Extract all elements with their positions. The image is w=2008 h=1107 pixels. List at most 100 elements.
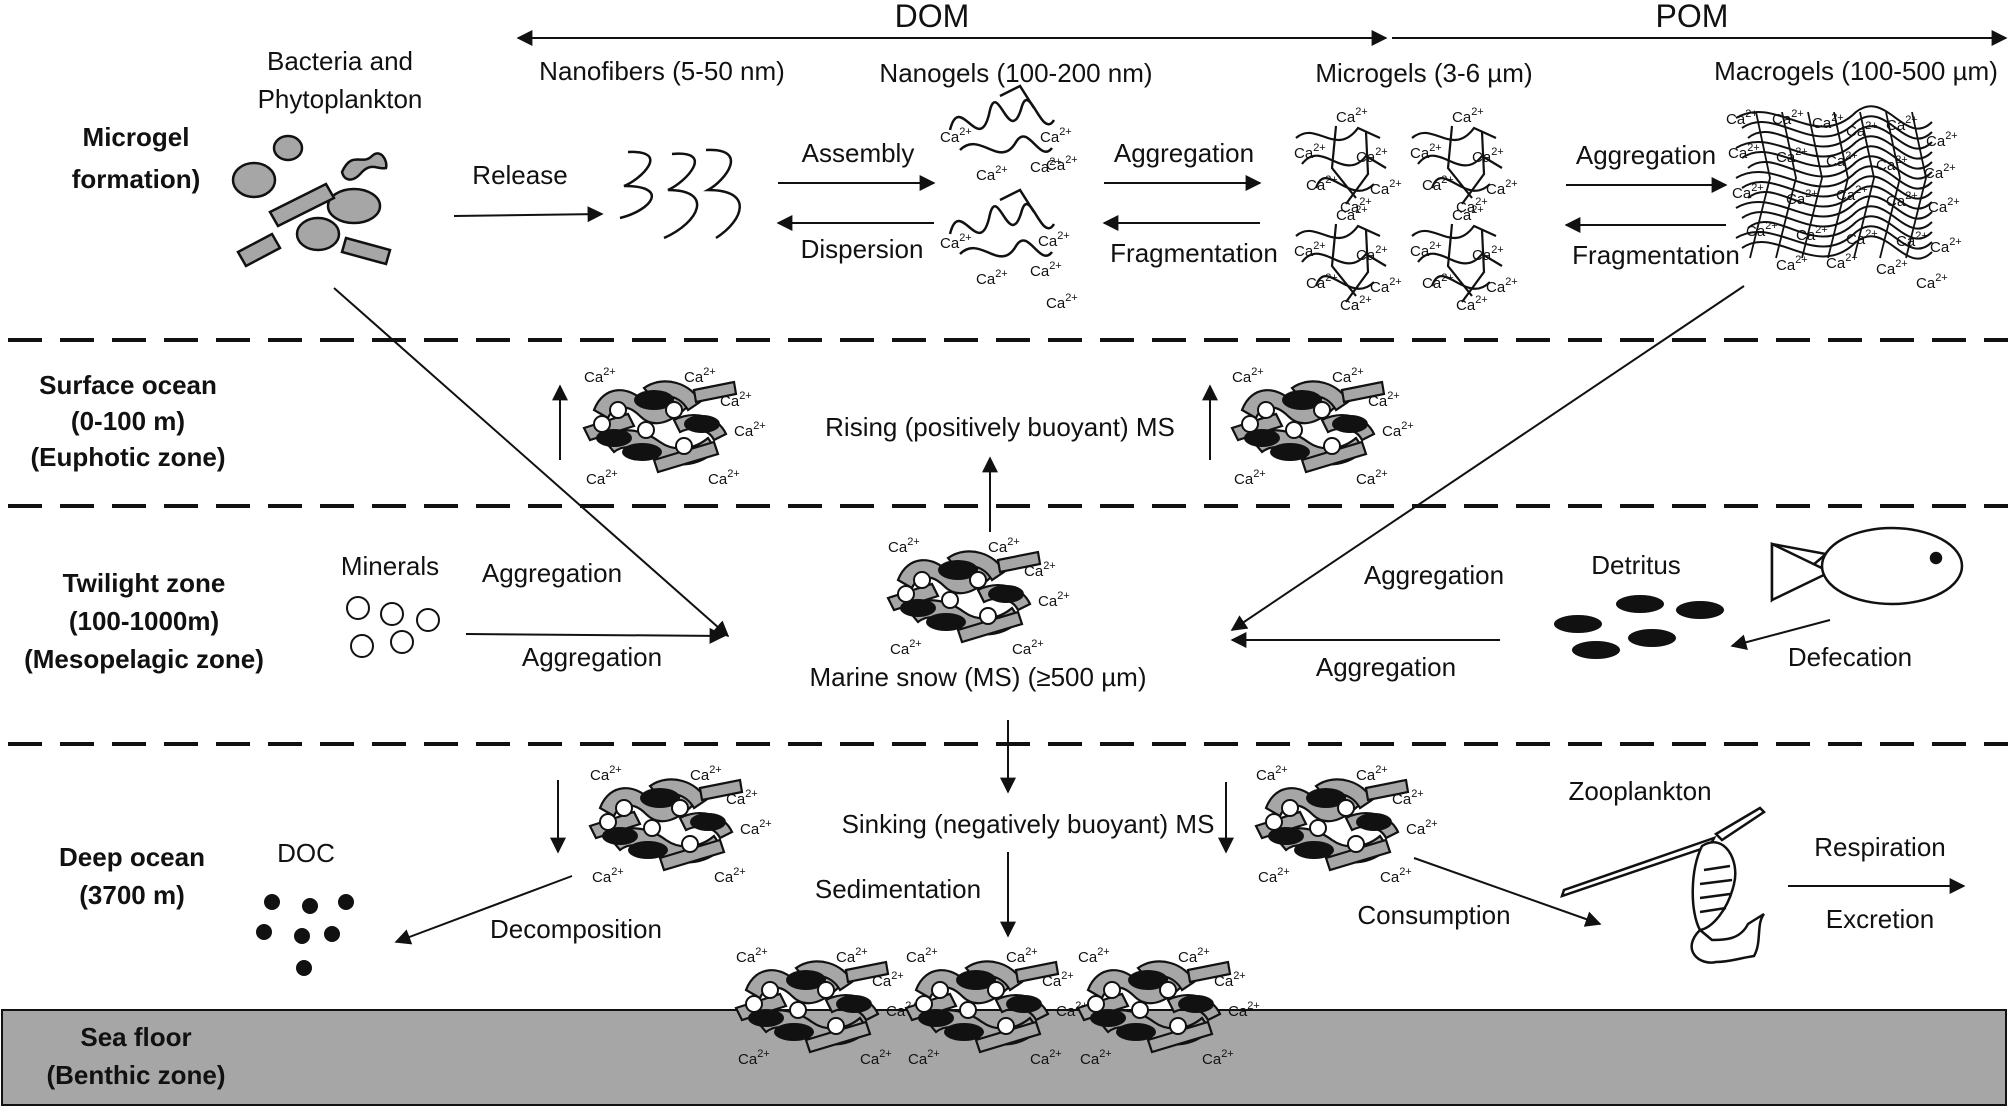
calcium-ion-label: Ca2+	[690, 764, 722, 784]
calcium-ion-label: Ca2+	[1234, 468, 1266, 488]
doc-particle	[302, 898, 318, 914]
agg-detritus-top-label: Aggregation	[1364, 560, 1504, 590]
zooplankton-antenna	[1713, 806, 1766, 842]
mineral-particle	[1313, 401, 1331, 419]
mineral-particle	[390, 630, 414, 654]
calcium-ion-label: Ca2+	[1178, 946, 1210, 966]
calcium-ion-label: Ca2+	[736, 946, 768, 966]
calcium-ion-label: Ca2+	[726, 788, 758, 808]
microgel-cluster: Ca2+Ca2+Ca2+Ca2+Ca2+Ca2+	[1410, 204, 1518, 314]
polymer-chain	[1747, 155, 1933, 180]
calcium-ion-label: Ca2+	[1826, 252, 1858, 272]
calcium-ion-label: Ca2+	[836, 946, 868, 966]
detritus-pellet	[1128, 970, 1168, 990]
calcium-ion-label: Ca2+	[1422, 272, 1454, 292]
zone-microgel-line1: Microgel	[83, 122, 190, 152]
polymer-chain	[1430, 177, 1491, 192]
polymer-chain	[1461, 229, 1486, 303]
polymer-chain	[1741, 175, 1933, 200]
doc-label: DOC	[277, 838, 335, 868]
detritus-pellet	[988, 585, 1024, 603]
polymer-chain	[1735, 135, 1933, 160]
agg-minerals-top-label: Aggregation	[482, 558, 622, 588]
mineral-particle	[1169, 1017, 1187, 1035]
calcium-ion-label: Ca2+	[734, 420, 766, 440]
zooplankton-label: Zooplankton	[1568, 776, 1711, 806]
doc-particle	[296, 960, 312, 976]
detritus-pellet	[622, 443, 662, 461]
polymer-chain	[948, 202, 1056, 235]
detritus-pellet	[926, 613, 966, 631]
zone-surface-line2: (0-100 m)	[71, 406, 185, 436]
microgel-process-arrows	[453, 175, 1728, 233]
calcium-ion-label: Ca2+	[1046, 292, 1078, 312]
calcium-ion-label: Ca2+	[1356, 146, 1388, 166]
calcium-ion-label: Ca2+	[1776, 254, 1808, 274]
calcium-ion-label: Ca2+	[1732, 182, 1764, 202]
calcium-ion-label: Ca2+	[584, 366, 616, 386]
nanofibers-label: Nanofibers (5-50 nm)	[539, 56, 785, 86]
calcium-ion-label: Ca2+	[1030, 260, 1062, 280]
mineral-particle	[1281, 799, 1299, 817]
marine-snow-label: Marine snow (MS) (≥500 µm)	[810, 662, 1147, 692]
agg-minerals-bottom-label: Aggregation	[522, 642, 662, 672]
calcium-ion-label: Ca2+	[1046, 154, 1078, 174]
diagonal-arrows	[333, 285, 1745, 638]
segment-line	[1699, 878, 1733, 886]
organic-fragment	[1300, 440, 1368, 474]
defecation-arrow	[1730, 619, 1831, 651]
mineral-particle	[969, 571, 987, 589]
calcium-ion-label: Ca2+	[1370, 178, 1402, 198]
detritus-pellet	[1294, 841, 1334, 859]
calcium-ion-label: Ca2+	[708, 468, 740, 488]
polymer-chain	[1853, 111, 1875, 259]
polymer-chain	[1446, 223, 1473, 297]
snow-aggregate	[886, 550, 1042, 644]
zone-microgel-line2: formation)	[72, 164, 201, 194]
calcium-ion-label: Ca2+	[1306, 174, 1338, 194]
calcium-ion-label: Ca2+	[1826, 150, 1858, 170]
mineral-particle	[1241, 415, 1259, 433]
nanogel-upper: Ca2+Ca2+Ca2+Ca2+Ca2+	[940, 84, 1078, 184]
nanogel-lower: Ca2+Ca2+Ca2+Ca2+Ca2+	[940, 188, 1078, 312]
bacteria-label-line1: Bacteria and	[267, 46, 413, 76]
polymer-chain	[1461, 131, 1486, 205]
calcium-ion-label: Ca2+	[1340, 294, 1372, 314]
calcium-ion-label: Ca2+	[1726, 108, 1758, 128]
calcium-ion-label: Ca2+	[976, 164, 1008, 184]
mineral-particle	[665, 401, 683, 419]
mineral-particle	[1131, 1001, 1149, 1019]
cell-shape	[340, 152, 388, 181]
mineral-particle	[637, 421, 655, 439]
cell-shape	[326, 187, 382, 225]
calcium-ion-label: Ca2+	[1456, 294, 1488, 314]
mineral-particle	[599, 813, 617, 831]
calcium-ion-label: Ca2+	[1926, 130, 1958, 150]
detritus-pellet	[786, 970, 826, 990]
detritus-pellet	[1356, 813, 1392, 831]
consumption-label: Consumption	[1357, 900, 1510, 930]
mineral-particle	[997, 1017, 1015, 1035]
detritus-pellet	[956, 970, 996, 990]
detritus-pellet	[1244, 429, 1280, 447]
mineral-particle	[827, 1017, 845, 1035]
mineral-particle	[609, 401, 627, 419]
organic-fragment	[658, 838, 726, 872]
calcium-ion-label: Ca2+	[1332, 366, 1364, 386]
calcium-ion-label: Ca2+	[1038, 230, 1070, 250]
aggregation-label-1: Aggregation	[1114, 138, 1254, 168]
detritus-pellet	[1616, 595, 1664, 613]
mineral-particle	[931, 981, 949, 999]
macrogel-cluster: Ca2+Ca2+Ca2+Ca2+Ca2+Ca2+Ca2+Ca2+Ca2+Ca2+…	[1726, 105, 1962, 292]
bacteria-to-ms-arrow	[333, 287, 730, 638]
mineral-particle	[1257, 401, 1275, 419]
calcium-ion-label: Ca2+	[1336, 204, 1368, 224]
fiber-strand	[619, 150, 653, 220]
fragmentation-label-2: Fragmentation	[1572, 240, 1740, 270]
mineral-particle	[1159, 981, 1177, 999]
mineral-particle	[987, 981, 1005, 999]
zone-surface-line1: Surface ocean	[39, 370, 217, 400]
polymer-chain	[1446, 125, 1473, 199]
calcium-ion-label: Ca2+	[1042, 970, 1074, 990]
release-label: Release	[472, 160, 567, 190]
